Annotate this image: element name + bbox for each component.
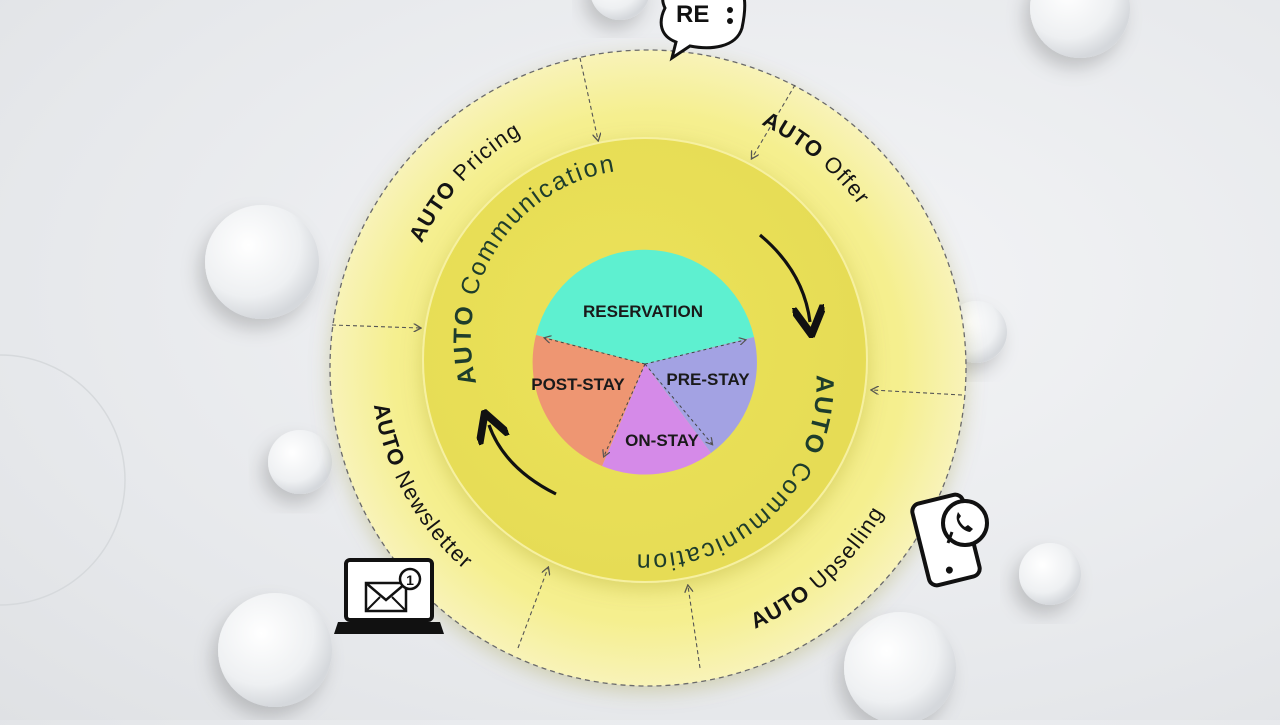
re-bubble-text: RE [676, 1, 709, 28]
reservation-label: RESERVATION [583, 302, 703, 321]
cycle-arrow-bottom [489, 425, 557, 496]
post-stay-label: POST-STAY [531, 375, 625, 394]
decor-ball [1030, 0, 1130, 58]
connector-arrows [331, 57, 963, 669]
background-circle-outline [0, 354, 126, 606]
on-stay-segment [602, 364, 711, 475]
decor-ball [218, 593, 332, 707]
decor-ball [1019, 543, 1081, 605]
decor-ball [844, 612, 956, 724]
pre-stay-segment [645, 337, 757, 453]
laptop-mail-icon: 1 [334, 558, 444, 634]
speech-bubble-icon: RE [659, 0, 747, 62]
phone-whatsapp-icon [910, 492, 989, 588]
cycle-arrow-top [758, 233, 810, 322]
pre-stay-label: PRE-STAY [666, 370, 750, 389]
on-stay-label: ON-STAY [625, 431, 699, 450]
post-stay-segment [532, 335, 645, 466]
mail-badge-count: 1 [406, 572, 414, 588]
decor-ball [205, 205, 319, 319]
decor-ball [268, 430, 332, 494]
reservation-segment [536, 249, 754, 364]
decor-ball [591, 0, 649, 20]
core-pie: RESERVATION PRE-STAY ON-STAY POST-STAY [531, 249, 757, 475]
